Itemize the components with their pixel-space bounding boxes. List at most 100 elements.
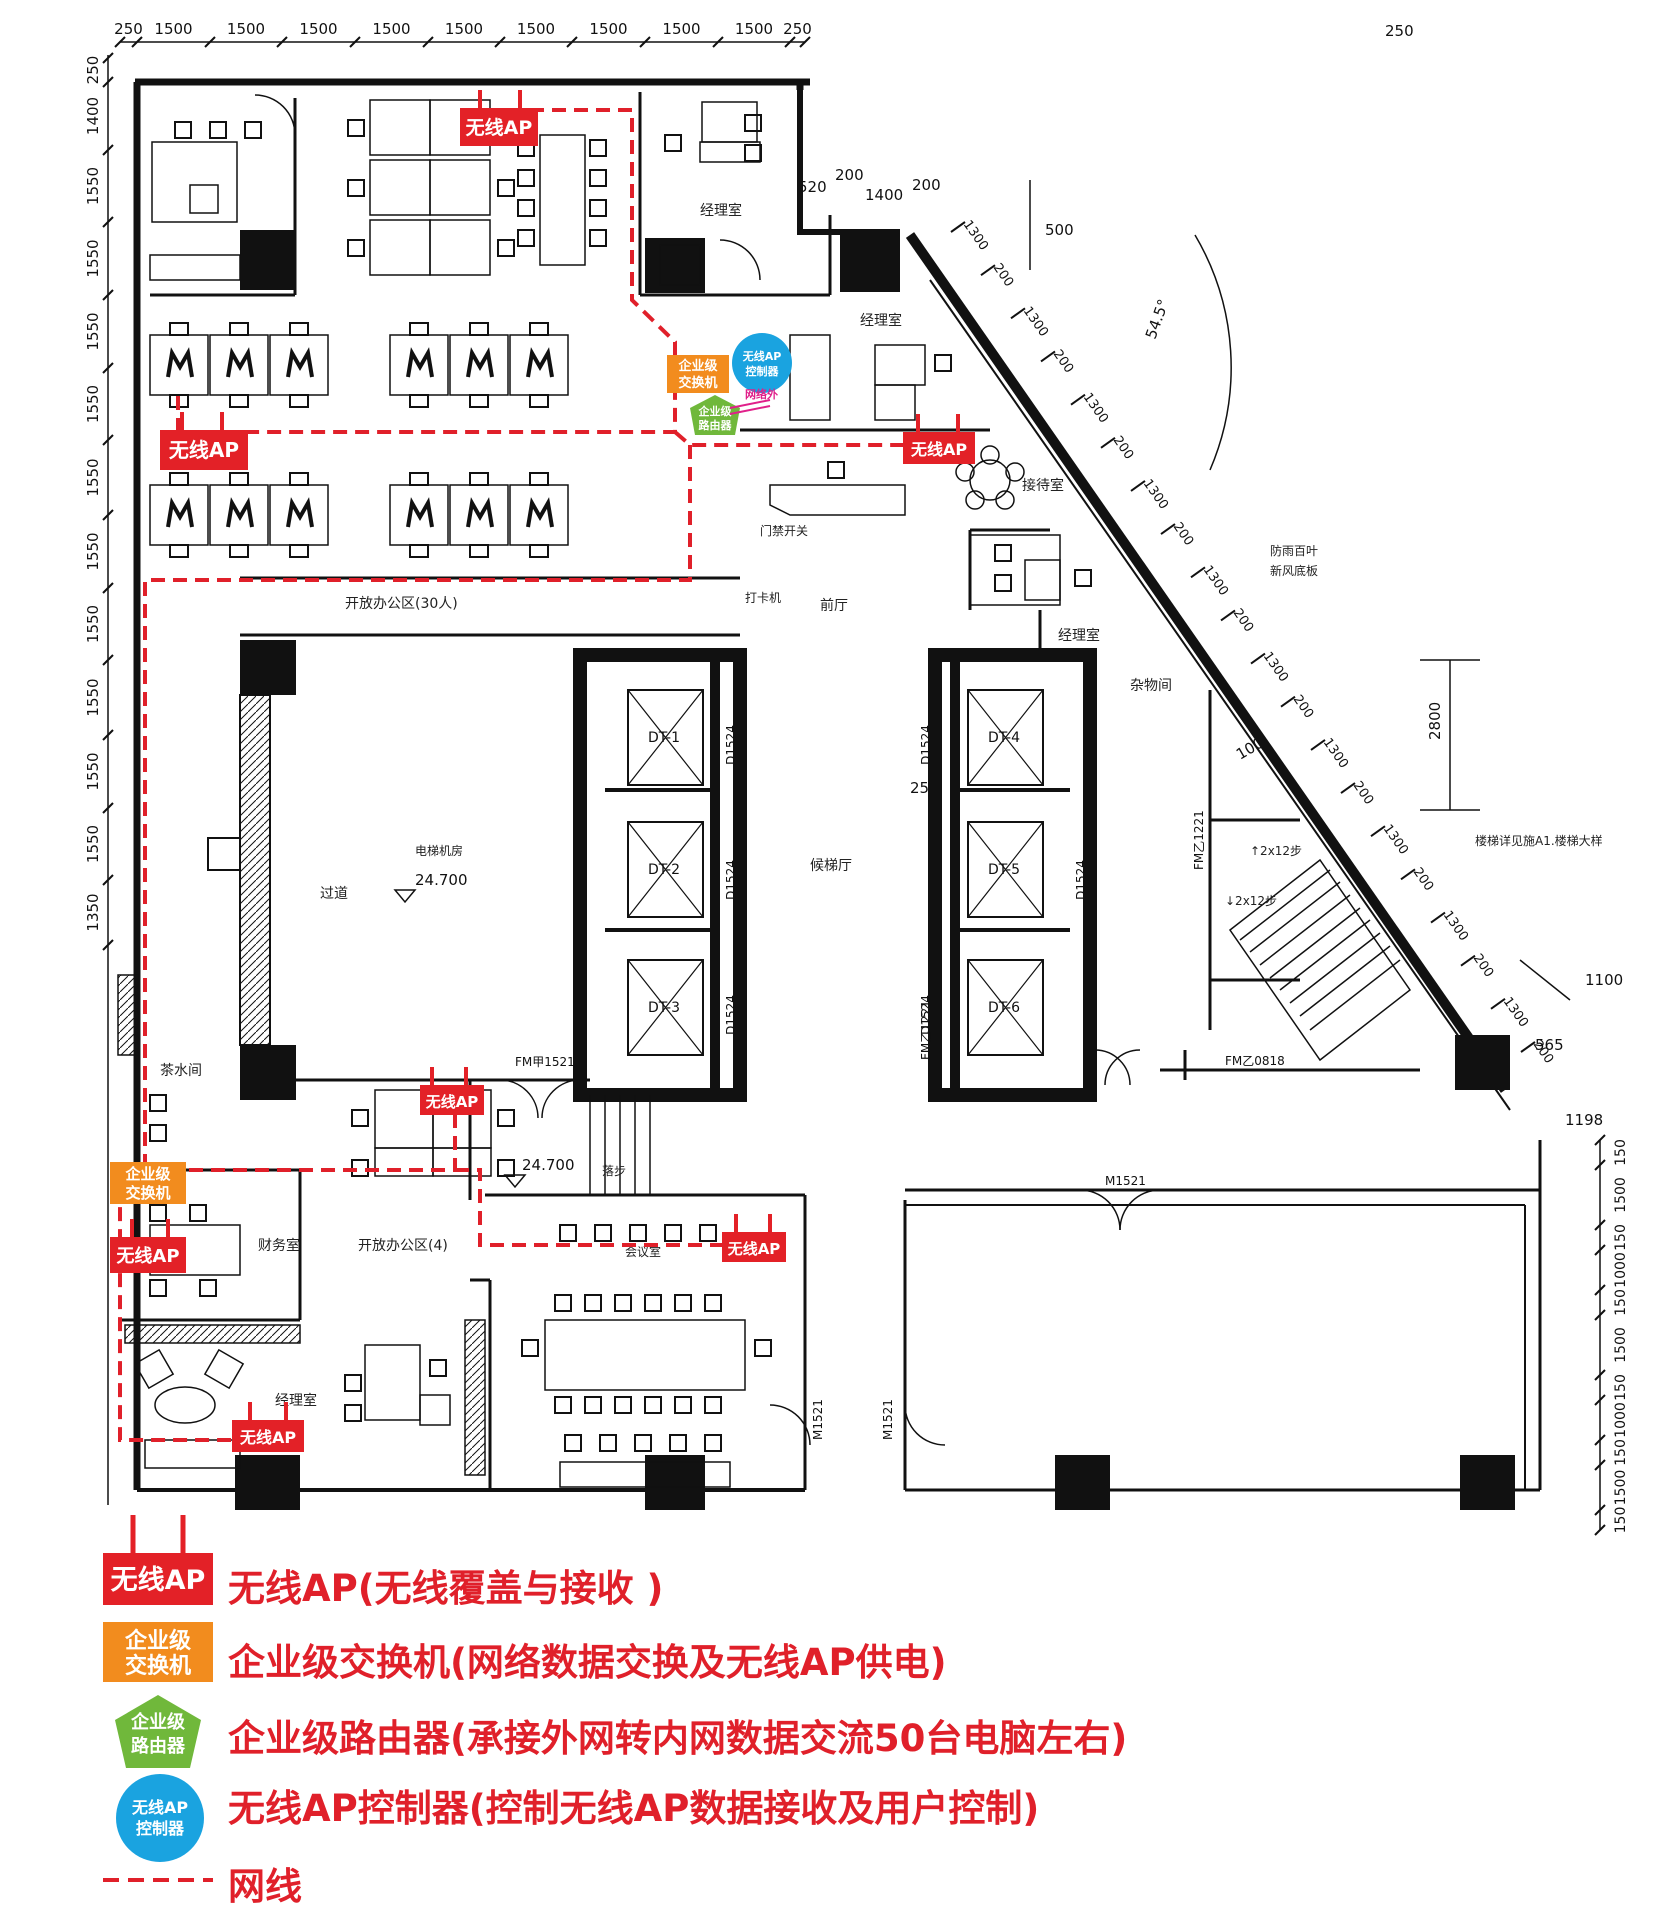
elevator-door-label: D1524 <box>724 995 738 1035</box>
chair <box>744 114 762 132</box>
workstation-desk <box>269 472 329 558</box>
switch-device-bottom: 企业级 交换机 <box>110 1162 186 1204</box>
wireless-ap-device: 无线AP <box>903 414 975 464</box>
chair <box>559 1224 577 1242</box>
dimension-right-label: 150 <box>1613 1439 1629 1466</box>
chair <box>827 461 845 479</box>
room-tea: 茶水间 <box>160 1063 202 1079</box>
chair <box>347 239 365 257</box>
elevator-door-label: D1524 <box>919 725 933 765</box>
legend-controller-label-2: 控制器 <box>136 1819 185 1838</box>
label-door-switch: 门禁开关 <box>760 523 808 538</box>
chair <box>644 1294 662 1312</box>
dimension-left-label: 1550 <box>84 678 102 716</box>
door-label: FM乙0818 <box>1225 1054 1285 1068</box>
dimension-left-label: 250 <box>84 56 102 85</box>
external-net-line-1 <box>729 399 771 409</box>
dimension-left-label: 1550 <box>84 825 102 863</box>
chair <box>584 1294 602 1312</box>
workstation-desk <box>449 472 509 558</box>
structural-columns <box>235 230 1515 1510</box>
room-manager-1: 经理室 <box>700 202 742 219</box>
switch-device-top: 企业级 交换机 <box>667 355 729 393</box>
wireless-ap-label: 无线AP <box>169 438 239 462</box>
legend-router-label-2: 路由器 <box>131 1735 186 1757</box>
dimension-right-label: 1500 <box>1613 1177 1629 1213</box>
door-label: FM乙1221 <box>919 1000 933 1060</box>
switch-top-label-2: 交换机 <box>678 375 717 391</box>
door-label: FM甲1521 <box>515 1055 575 1069</box>
chair <box>149 1124 167 1142</box>
chair <box>634 1434 652 1452</box>
chair <box>521 1339 539 1357</box>
switch-top-label-1: 企业级 <box>677 358 718 374</box>
label-clock: 打卡机 <box>745 591 781 605</box>
dimension-left-label: 1550 <box>84 458 102 496</box>
room-labels: 经理室 经理室 经理室 经理室 接待室 开放办公区(30人) 前厅 过道 候梯厅… <box>160 202 1603 1409</box>
workstation-desk <box>149 322 209 408</box>
chair <box>497 179 515 197</box>
chair <box>517 169 535 187</box>
workstation-desk <box>509 472 569 558</box>
staircase <box>589 858 1412 1195</box>
elevator-label: DT-3 <box>648 1000 680 1016</box>
chair <box>429 1359 447 1377</box>
workstation-desk <box>269 322 329 408</box>
router-top-label-1: 企业级 <box>698 404 733 418</box>
wireless-ap-label: 无线AP <box>116 1245 179 1267</box>
elevator-car: DT-5 <box>967 821 1044 918</box>
chair <box>589 169 607 187</box>
chair <box>629 1224 647 1242</box>
workstation-desk <box>149 472 209 558</box>
chair <box>209 121 227 139</box>
chair <box>497 1159 515 1177</box>
elevator-cars: DT-1DT-2DT-3DT-4DT-5DT-6D1524D1524D1524D… <box>627 689 1088 1056</box>
dimension-top-label: 1500 <box>372 20 410 38</box>
chair <box>589 199 607 217</box>
dimension-right-label: 150 <box>1613 1139 1629 1166</box>
front-desk <box>769 484 906 516</box>
dimension-misc-label: 200 <box>835 166 864 184</box>
chair <box>149 1279 167 1297</box>
dimension-left-label: 1550 <box>84 385 102 423</box>
chair <box>704 1294 722 1312</box>
dimension-right-label: 1500 <box>1613 1327 1629 1363</box>
angle-arc <box>1194 234 1232 471</box>
door-label: M1521 <box>811 1399 825 1440</box>
label-steps: 落步 <box>602 1164 626 1178</box>
elevator-door-label: D1524 <box>919 995 933 1035</box>
wireless-ap-label: 无线AP <box>910 440 967 459</box>
chair <box>149 1094 167 1112</box>
chair <box>669 1434 687 1452</box>
legend-router-icon <box>115 1695 201 1768</box>
door-label: M1521 <box>1105 1174 1146 1188</box>
chair <box>554 1294 572 1312</box>
dimension-diagonal-label: 1300 <box>1500 995 1531 1031</box>
level-marker-2: 24.700 <box>522 1156 575 1174</box>
dimension-left-label: 1350 <box>84 893 102 931</box>
dimension-diagonal-label: 1300 <box>1080 390 1111 426</box>
elevator-car: DT-4 <box>967 689 1044 786</box>
dimension-diagonal-label: 1300 <box>1020 304 1051 340</box>
chair <box>517 229 535 247</box>
dimension-misc-label: 1198 <box>1565 1111 1603 1129</box>
chair <box>344 1374 362 1392</box>
chair <box>344 1404 362 1422</box>
room-open-office-4: 开放办公区(4) <box>358 1238 448 1254</box>
wireless-ap-label: 无线AP <box>727 1240 781 1258</box>
elevator-core-right <box>928 648 1097 1102</box>
chair <box>599 1434 617 1452</box>
dimension-misc-label: 54.5° <box>1142 297 1173 342</box>
dimension-diagonal-label: 1300 <box>1440 908 1471 944</box>
controller-device-top: 无线AP 控制器 <box>732 333 792 393</box>
chair <box>994 544 1012 562</box>
label-external-net: 网络外 <box>745 387 778 401</box>
elevator-door-label: D1524 <box>724 860 738 900</box>
dimension-right-label: 150 <box>1613 1507 1629 1534</box>
room-meeting: 会议室 <box>625 1244 661 1259</box>
chair <box>754 1339 772 1357</box>
wireless-ap-device: 无线AP <box>460 90 538 146</box>
dimension-right-label: 1000 <box>1613 1402 1629 1438</box>
wireless-ap-device: 无线AP <box>110 1219 186 1273</box>
